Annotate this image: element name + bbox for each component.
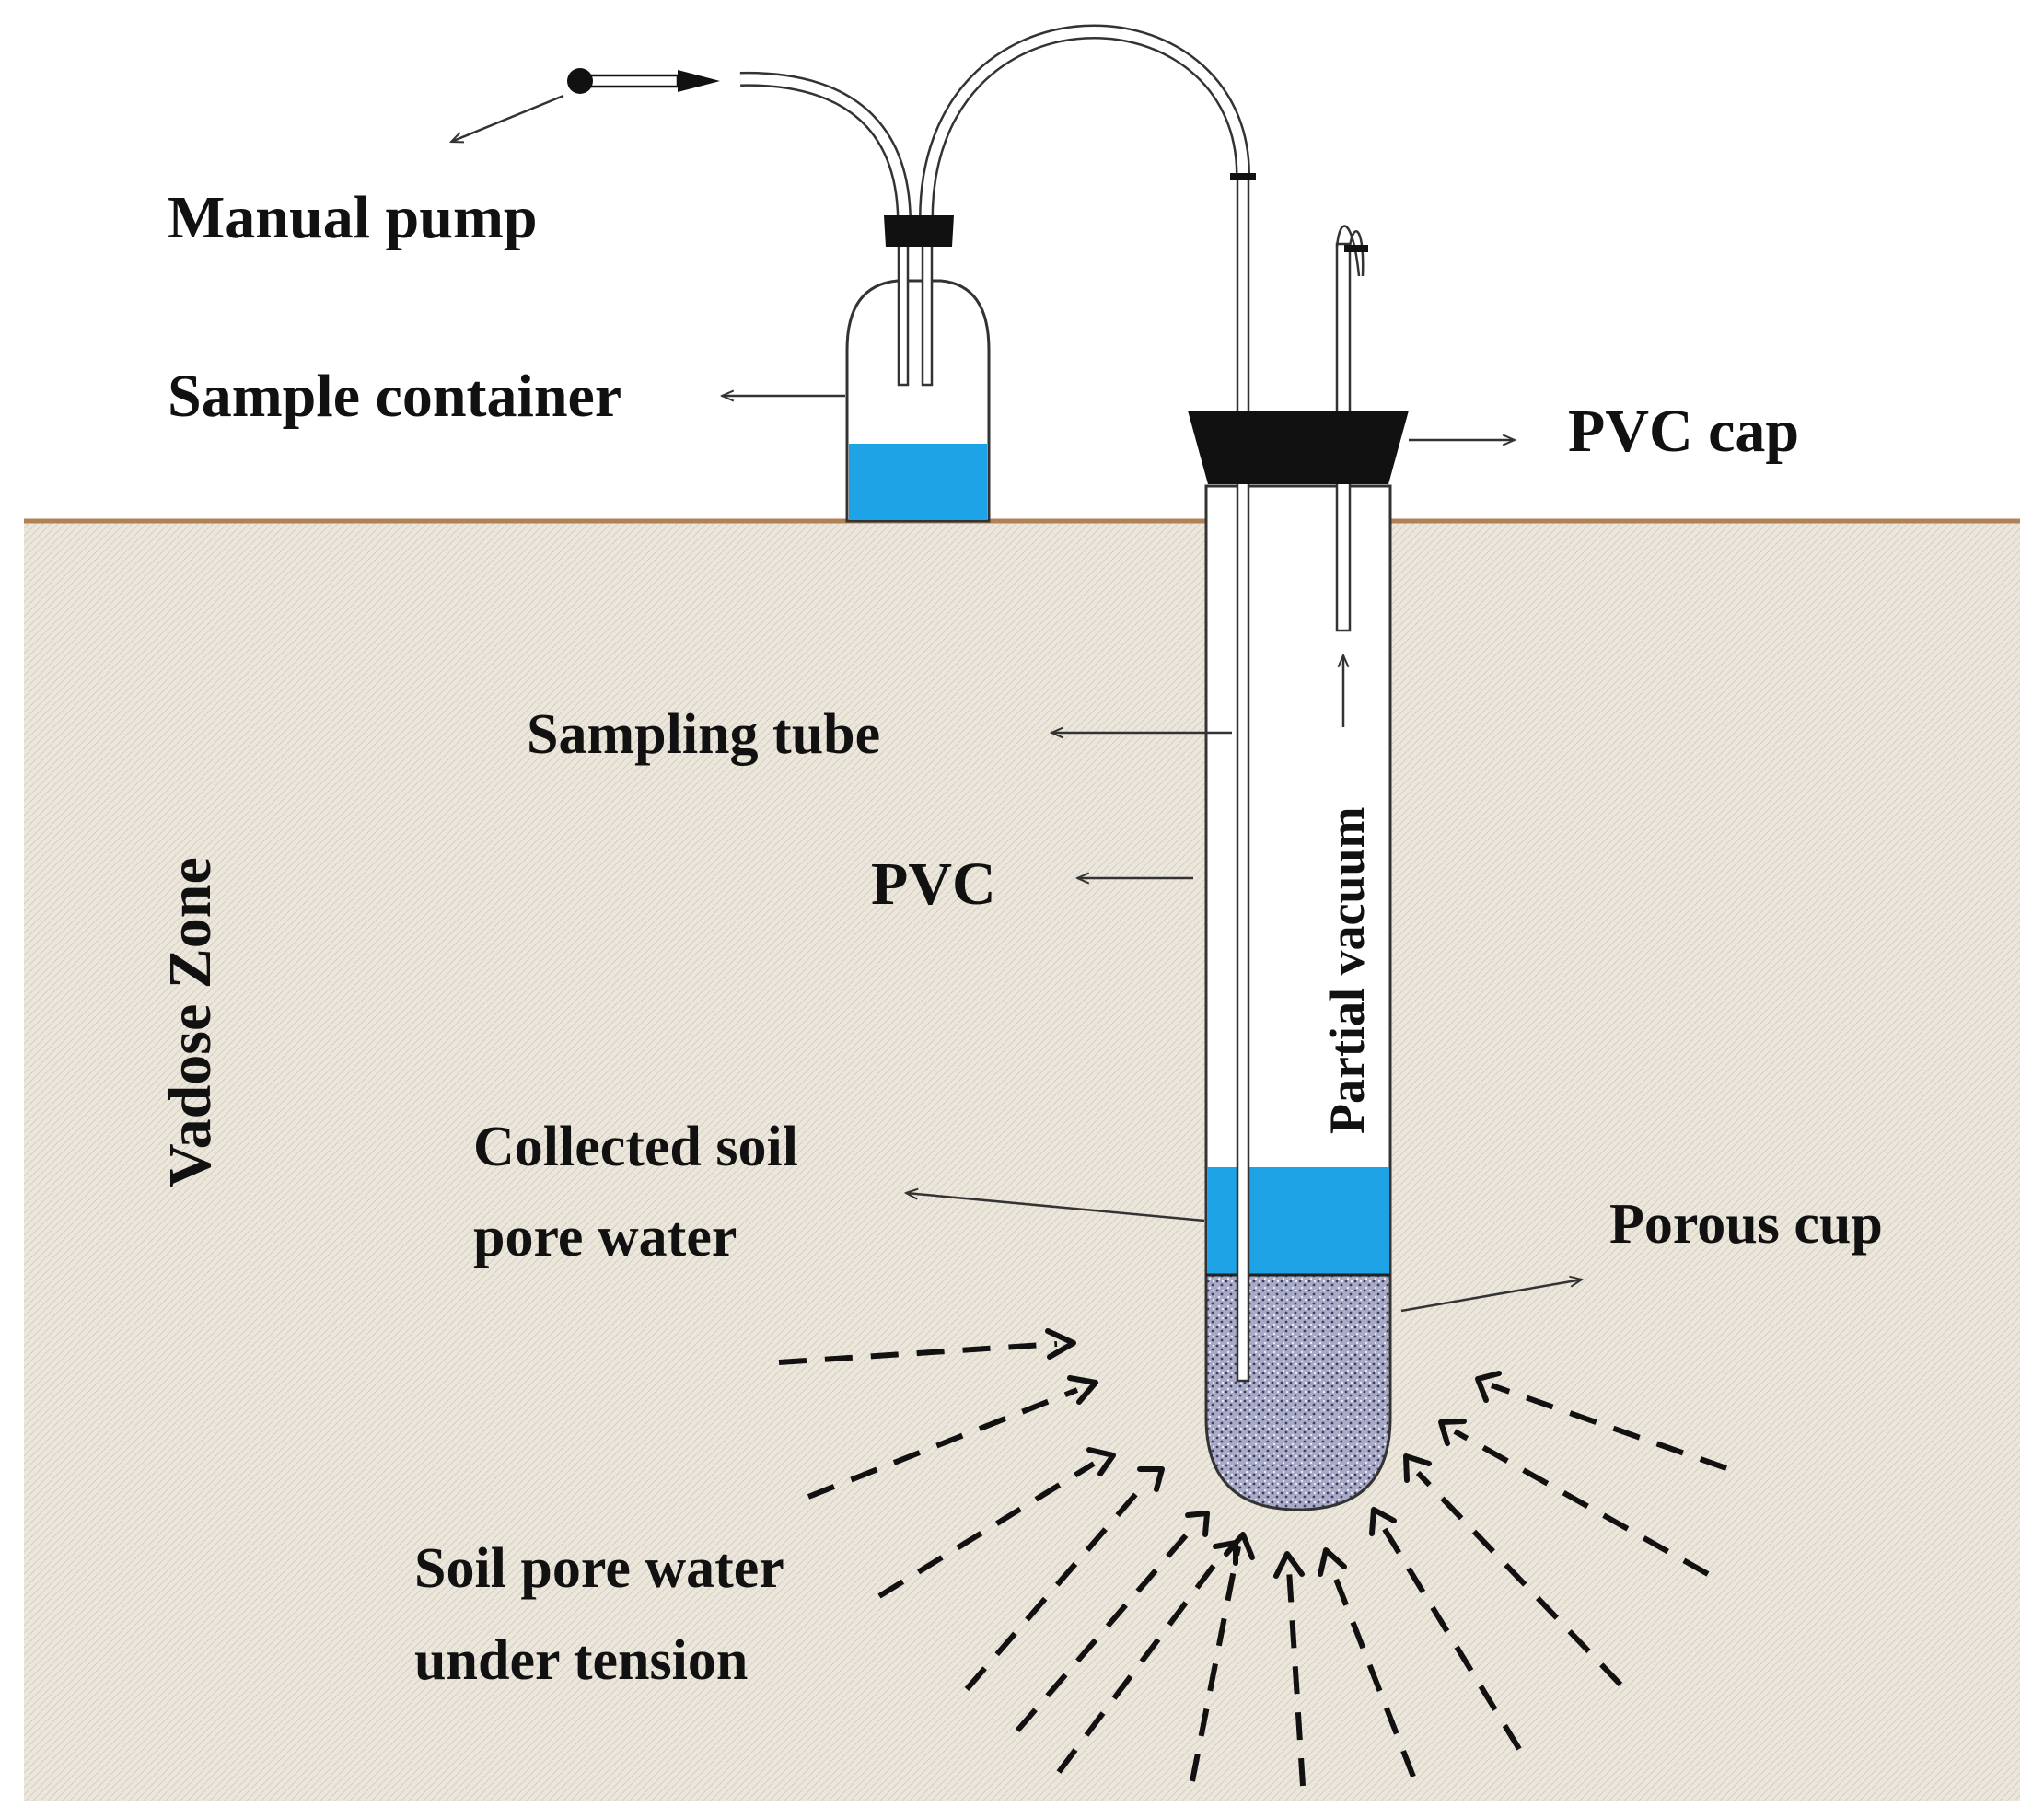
collected-water-pointer-arrow (906, 1193, 1205, 1222)
pvc-cap-label: PVC cap (1568, 398, 1799, 465)
sampling-tube-label: Sampling tube (527, 703, 880, 766)
flow-arrows (778, 1328, 1727, 1787)
pvc-cap (1188, 411, 1409, 484)
pump-tube (739, 71, 912, 220)
vacuum-hook (1335, 225, 1365, 277)
manual-pump (567, 68, 720, 94)
sample-container-label: Sample container (168, 363, 621, 430)
vadose-zone-label: Vadose Zone (157, 857, 224, 1187)
collected-water (1207, 1167, 1389, 1275)
soil-pore-water-label-line1: Soil pore water (414, 1537, 784, 1600)
sample-container (845, 215, 991, 523)
porous-cup-label: Porous cup (1609, 1193, 1883, 1256)
collected-water-label-line1: Collected soil (473, 1116, 798, 1178)
container-water (849, 444, 987, 520)
pump-pointer-arrow (451, 94, 564, 142)
collected-water-label-line2: pore water (473, 1206, 737, 1268)
soil-background (24, 521, 2020, 1801)
sampling-tube (1236, 173, 1250, 1383)
porous-cup (1204, 1273, 1392, 1511)
arch-tube (919, 24, 1250, 220)
tube-clip (1230, 173, 1256, 180)
container-stopper (884, 215, 954, 247)
pvc-label: PVC (871, 851, 996, 918)
partial-vacuum-label: Partial vacuum (1319, 807, 1375, 1134)
porous-cup-pointer-arrow (1400, 1280, 1582, 1313)
manual-pump-label: Manual pump (168, 184, 538, 251)
soil-pore-water-label-line2: under tension (414, 1629, 748, 1692)
